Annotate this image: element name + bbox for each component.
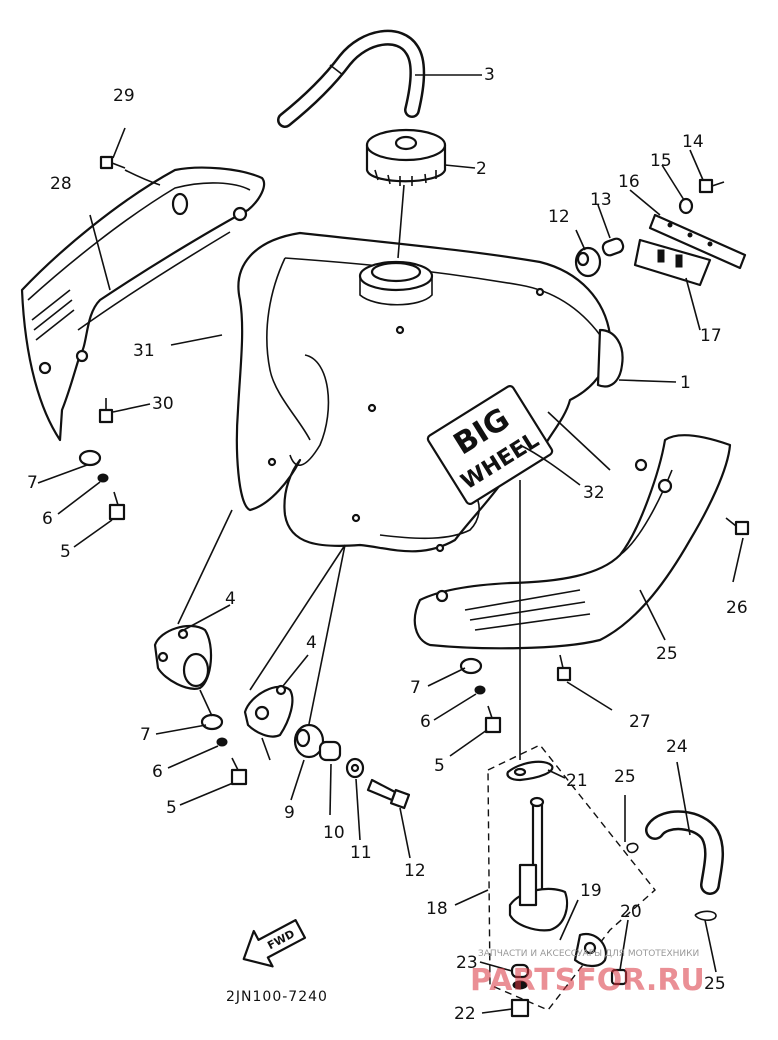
fuel-cock (508, 796, 569, 932)
washer-15 (678, 197, 694, 215)
callout-19: 19 (580, 881, 602, 901)
callout-7b: 7 (140, 725, 151, 745)
callout-labels: 3 2 1 29 28 31 32 30 7 6 5 4 4 7 6 5 9 1… (27, 65, 748, 1024)
fuel-tank: BIG WHEEL (235, 231, 624, 553)
collar (318, 740, 342, 762)
left-shroud (20, 166, 266, 442)
callout-5c: 5 (434, 756, 445, 776)
washer (345, 757, 365, 779)
callout-23: 23 (456, 953, 478, 973)
callout-6a: 6 (42, 509, 53, 529)
damper-plate (633, 238, 712, 287)
callout-4a: 4 (225, 589, 236, 609)
watermark: ЗАПЧАСТИ И АКСЕССУАРЫ ДЛЯ МОТОТЕХНИКИ PA… (470, 949, 705, 998)
fuel-hose (645, 810, 725, 895)
callout-21: 21 (566, 771, 588, 791)
grommet (574, 246, 602, 278)
callout-30: 29 (113, 86, 135, 106)
callout-32a: 31 (133, 341, 155, 361)
callout-6c: 6 (420, 712, 431, 732)
callout-14: 14 (682, 132, 704, 152)
callout-17: 17 (700, 326, 722, 346)
callout-20: 20 (620, 902, 642, 922)
callout-25b: 25 (704, 974, 726, 994)
callout-12: 12 (548, 207, 570, 227)
callout-29: 28 (50, 174, 72, 194)
callout-13-text: 13 (590, 190, 612, 210)
callout-32b: 32 (583, 483, 605, 503)
callout-24: 24 (666, 737, 688, 757)
drain-screw (510, 963, 530, 1018)
leader-lines (37, 74, 744, 1014)
spacer (601, 237, 625, 257)
callout-5a: 5 (60, 542, 71, 562)
callout-31: 30 (152, 394, 174, 414)
hose-clip-lower (694, 910, 717, 921)
callout-3: 3 (484, 65, 495, 85)
assembly-lines (177, 480, 521, 761)
shroud-bolt-lower (98, 398, 114, 424)
watermark-brand: PARTSFOR.RU (470, 963, 705, 998)
callout-2: 2 (476, 159, 487, 179)
callout-7c: 7 (410, 678, 421, 698)
fwd-direction-arrow: FWD (242, 919, 307, 968)
callout-27: 26 (726, 598, 748, 618)
cock-screw (610, 968, 628, 986)
fuel-cock-group-box (487, 744, 656, 1011)
breather-hose (277, 29, 426, 128)
callout-16: 16 (618, 172, 640, 192)
callout-9: 10 (323, 823, 345, 843)
fuel-cap (365, 128, 447, 259)
callout-22: 22 (454, 1004, 476, 1024)
callout-15: 15 (650, 151, 672, 171)
callout-26: 25 (656, 644, 678, 664)
plate (648, 213, 747, 270)
watermark-tagline: ЗАПЧАСТИ И АКСЕССУАРЫ ДЛЯ МОТОТЕХНИКИ (478, 949, 699, 959)
callout-18-text: 18 (426, 899, 448, 919)
tank-mount-bracket-right (243, 684, 294, 738)
shroud-bolt (99, 155, 161, 186)
bolt-14 (698, 178, 725, 194)
callout-6b: 6 (152, 762, 163, 782)
callout-8: 9 (284, 803, 295, 823)
left-fastener-stack (78, 449, 126, 521)
callout-25a: 25 (614, 767, 636, 787)
callout-10: 11 (350, 843, 372, 863)
shroud-bolt-right (725, 517, 750, 536)
drawing-code: 2JN100-7240 (226, 989, 328, 1005)
right-shroud (413, 434, 732, 650)
callout-5b: 5 (166, 798, 177, 818)
hose-clip (626, 842, 639, 854)
right-fastener-stack (459, 657, 502, 734)
shroud-bolt-right-lower (556, 654, 572, 682)
callout-11: 12 (404, 861, 426, 881)
fuel-cock-gasket (506, 760, 554, 782)
rubber-damper (293, 723, 325, 759)
callout-1: 1 (680, 373, 691, 393)
callout-28: 27 (629, 712, 651, 732)
fuel-cock-lever (573, 932, 608, 968)
mount-bolt (366, 778, 411, 810)
callout-7a: 7 (27, 473, 38, 493)
tank-mount-bracket-left (153, 625, 213, 690)
callout-4b: 4 (306, 633, 317, 653)
